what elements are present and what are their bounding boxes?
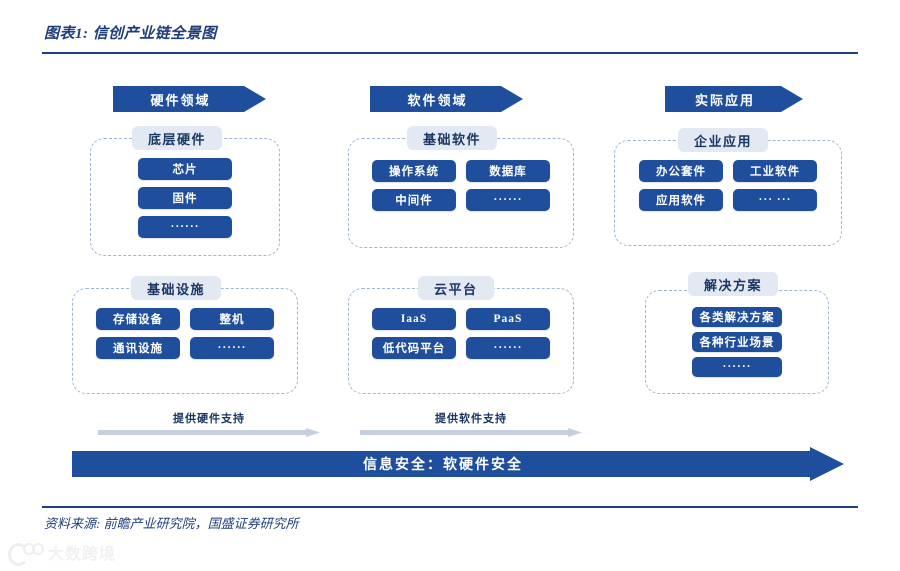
chip-whole-machine[interactable]: 整机 bbox=[190, 308, 274, 330]
chip-various-solutions[interactable]: 各类解决方案 bbox=[692, 307, 782, 327]
chip-hardware-more[interactable]: ······ bbox=[138, 216, 232, 238]
chip-chip[interactable]: 芯片 bbox=[138, 158, 232, 180]
chip-application-software[interactable]: 应用软件 bbox=[639, 189, 723, 211]
chip-enterprise-application-more[interactable]: ··· ··· bbox=[733, 189, 817, 211]
chip-low-code-platform[interactable]: 低代码平台 bbox=[372, 337, 456, 359]
chip-basic-software-more[interactable]: ······ bbox=[466, 189, 550, 211]
chip-database[interactable]: 数据库 bbox=[466, 160, 550, 182]
chip-communication-device[interactable]: 通讯设施 bbox=[96, 337, 180, 359]
support-arrow-software-label: 提供软件支持 bbox=[435, 413, 507, 425]
group-title-basic-software: 基础软件 bbox=[407, 126, 498, 150]
chip-infrastructure-more[interactable]: ······ bbox=[190, 337, 274, 359]
chip-operating-system[interactable]: 操作系统 bbox=[372, 160, 456, 182]
footer-divider bbox=[42, 506, 858, 508]
column-header-application: 实际应用 bbox=[665, 86, 803, 112]
watermark: 大数跨境 bbox=[8, 540, 117, 566]
chip-storage-device[interactable]: 存储设备 bbox=[96, 308, 180, 330]
support-arrow-software-bar bbox=[360, 428, 582, 437]
watermark-label: 大数跨境 bbox=[48, 544, 117, 563]
chip-office-suite[interactable]: 办公套件 bbox=[639, 160, 723, 182]
watermark-logo-icon bbox=[8, 542, 44, 566]
page-title: 图表1: 信创产业链全景图 bbox=[44, 26, 217, 42]
group-title-cloud-platform: 云平台 bbox=[418, 276, 494, 300]
security-banner: 信息安全：软硬件安全 bbox=[72, 447, 844, 481]
title-divider bbox=[42, 52, 858, 54]
support-arrow-hardware-label: 提供硬件支持 bbox=[173, 413, 245, 425]
support-arrow-hardware: 提供硬件支持 bbox=[98, 410, 320, 440]
column-header-hardware: 硬件领域 bbox=[113, 86, 266, 112]
chip-middleware[interactable]: 中间件 bbox=[372, 189, 456, 211]
column-header-software: 软件领域 bbox=[370, 86, 523, 112]
group-title-enterprise-application: 企业应用 bbox=[678, 128, 769, 152]
chip-solutions-more[interactable]: ······ bbox=[692, 357, 782, 377]
chip-paas[interactable]: PaaS bbox=[466, 308, 550, 330]
group-title-solutions: 解决方案 bbox=[688, 272, 779, 296]
chip-iaas[interactable]: IaaS bbox=[372, 308, 456, 330]
chip-industry-scenarios[interactable]: 各种行业场景 bbox=[692, 332, 782, 352]
chip-firmware[interactable]: 固件 bbox=[138, 187, 232, 209]
source-note: 资料来源: 前瞻产业研究院，国盛证券研究所 bbox=[44, 516, 299, 531]
group-title-infrastructure: 基础设施 bbox=[131, 276, 222, 300]
support-arrow-software: 提供软件支持 bbox=[360, 410, 582, 440]
support-arrow-hardware-bar bbox=[98, 428, 320, 437]
chip-industrial-software[interactable]: 工业软件 bbox=[733, 160, 817, 182]
chip-cloud-platform-more[interactable]: ······ bbox=[466, 337, 550, 359]
group-title-bottom-hardware: 底层硬件 bbox=[132, 126, 223, 150]
